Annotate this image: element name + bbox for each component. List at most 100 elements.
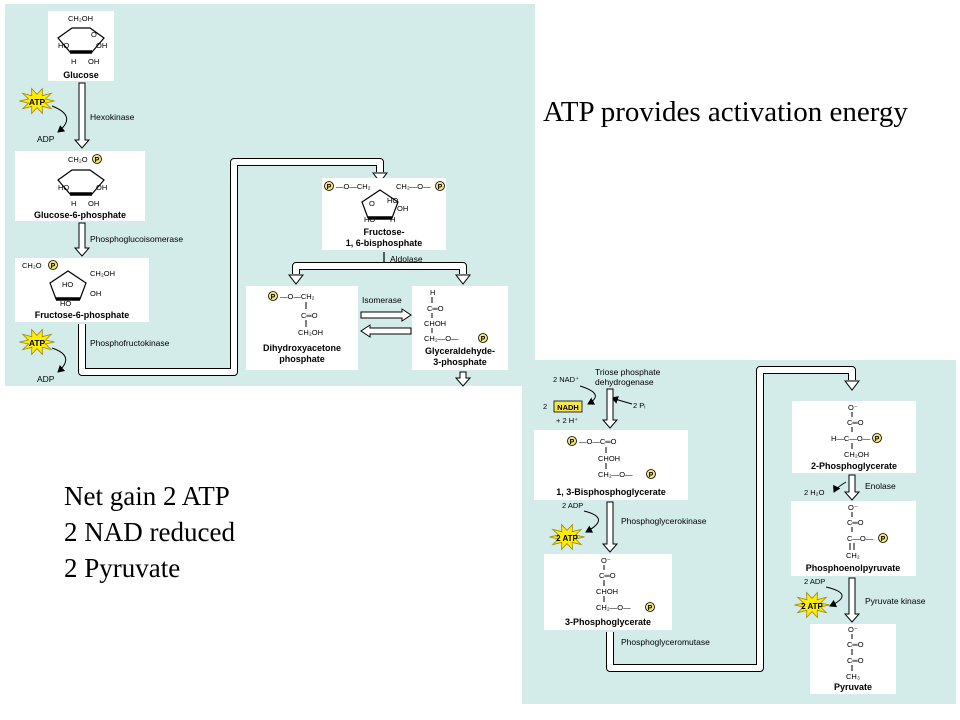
pyruvate-o-minus: O⁻ [848,625,858,634]
arrow-to-phase2 [454,371,472,387]
pipe-mutase-fill [607,367,855,671]
pep-ch2: CH₂ [846,551,860,560]
f6p-oh: OH [90,289,101,298]
g3p-phosphate-label: P [481,336,486,343]
pep-box [791,501,916,576]
f16bp-phosphate-left [324,181,334,191]
pg3-choh: CHOH [596,587,618,596]
bpg13-phosphate-2-label: P [649,472,654,479]
bpg13-acyl: —O—C═O [579,437,617,446]
pg3-box [544,554,672,630]
f16bp-label-2: 1, 6-bisphosphate [346,238,423,248]
arrow-pyruvate-kinase [843,577,861,623]
dhap-chain-top: —O—CH₂ [280,292,315,301]
enzyme-phosphoglucoisomerase: Phosphoglucoisomerase [90,234,183,244]
arrow-triose [601,388,619,429]
f16bp-box [322,178,446,250]
glucose-ch2oh: CH₂OH [68,14,93,23]
pep-phosphate-label: P [881,536,886,543]
glucose-ring-o: O [91,30,97,39]
glucose-label: Glucose [63,70,99,80]
f16bp-oh: OH [397,204,408,213]
nad-label: 2 NAD⁺ [553,375,579,384]
atp-starburst-1 [19,87,55,115]
pep-carboxyl: C═O [847,518,864,527]
bpg13-phosphate-1-label: P [570,439,575,446]
g3p-choh: CHOH [424,319,446,328]
g6p-phosphate [92,154,102,164]
f16bp-phosphate-left-label: P [327,184,332,191]
f16bp-right-chain: CH₂—O— [396,182,431,191]
glucose-box [48,11,114,81]
nadh-box [553,400,583,413]
f16bp-phosphate-right-label: P [438,184,443,191]
dhap-label-2: phosphate [279,354,325,364]
pg3-phosphate-label: P [648,605,653,612]
enzyme-phosphoglycerokinase: Phosphoglycerokinase [621,516,707,526]
pg2-carboxyl: C═O [847,418,864,427]
f16bp-phosphate-right [435,181,445,191]
summary-list: Net gain 2 ATP 2 NAD reduced 2 Pyruvate [64,478,235,586]
g6p-label: Glucose-6-phosphate [34,210,126,220]
enzyme-triose-2: dehydrogenase [595,377,654,387]
f16bp-ho-bottom: HO [364,215,375,224]
pg2-phosphate-label: P [875,436,880,443]
arrow-isomerase-forward [360,308,412,322]
g6p-ho: HO [58,183,69,192]
g3p-label-1: Glyceraldehyde- [425,346,495,356]
arrow-enolase [843,474,861,501]
g3p-chain: CH₂—O— [424,334,459,343]
enzyme-enolase: Enolase [865,481,896,491]
f6p-phosphate-label: P [51,263,56,270]
nadh-label: NADH [557,403,579,412]
g6p-phosphate-label: P [95,157,100,164]
pep-phosphate [878,533,888,543]
arrow-phosphoglucoisomerase [73,222,91,257]
f6p-phosphate [48,260,58,270]
h-plus-label: + 2 H⁺ [556,416,578,425]
pep-chain: C—O— [847,534,874,543]
pg3-chain: CH₂—O— [596,603,631,612]
water-curve [833,481,847,493]
atp-label-2: ATP [29,338,46,348]
pyruvate-ch3: CH₃ [846,672,860,681]
two-adp-label-2: 2 ADP [804,577,825,586]
g6p-oh: OH [96,183,107,192]
atp-curve-1 [51,105,68,133]
dhap-phosphate [268,291,278,301]
pg2-phosphate [872,433,882,443]
adp-label-1: ADP [37,134,55,144]
glucose-oh-right: OH [96,41,107,50]
g3p-phosphate [478,333,488,343]
water-label: 2 H₂O [804,488,825,497]
adp-label-2: ADP [37,374,55,384]
bpg13-phosphate-1 [567,436,577,446]
nadh-count: 2 [543,402,547,411]
f16bp-ring [361,189,399,219]
page-title: ATP provides activation energy [543,96,908,128]
pipe-mutase-head [843,380,861,391]
atp-starburst-4 [794,591,830,619]
pep-label: Phosphoenolpyruvate [806,563,901,573]
f16bp-ring-o: O [369,199,375,208]
f6p-ch2oh: CH₂OH [90,269,115,278]
f6p-label: Fructose-6-phosphate [35,310,130,320]
summary-line-nad: 2 NAD reduced [64,517,235,547]
dhap-phosphate-label: P [271,294,276,301]
enzyme-aldolase: Aldolase [390,254,423,264]
g3p-carbonyl: C═O [427,304,444,313]
f16bp-h: H [390,215,395,224]
enzyme-pyruvate-kinase: Pyruvate kinase [865,596,926,606]
g6p-ch2o: CH₂O [68,155,88,164]
g3p-box [412,286,508,370]
pipe-pfk-fill [79,159,383,375]
f16bp-left-chain: —O—CH₂ [336,182,371,191]
enzyme-triose-1: Triose phosphate [595,367,661,377]
enzyme-phosphofructokinase: Phosphofructokinase [90,338,170,348]
adp-curve-1 [583,510,599,533]
pg2-label: 2-Phosphoglycerate [811,461,897,471]
f16bp-label-1: Fructose- [363,227,404,237]
pyruvate-box [810,624,896,694]
f6p-ho: HO [62,280,73,289]
atp-curve-2 [51,347,67,373]
